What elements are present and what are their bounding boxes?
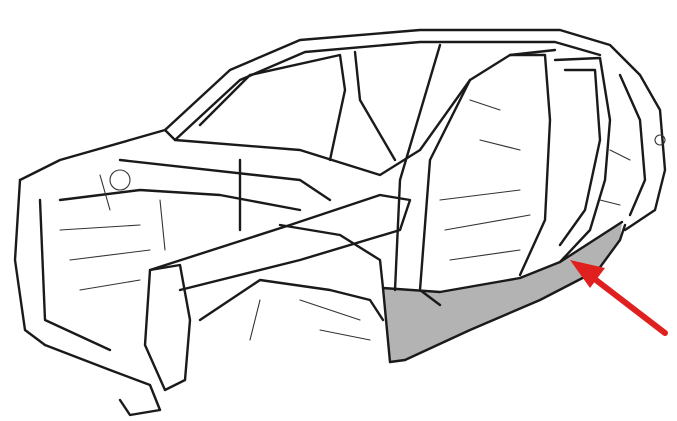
roof-structure (163, 28, 667, 292)
highlighted-sill-region (383, 222, 622, 362)
side-pillars (381, 53, 647, 364)
detail-lines (59, 99, 666, 341)
front-structure (13, 128, 412, 417)
pointer-arrow-icon (570, 260, 668, 336)
